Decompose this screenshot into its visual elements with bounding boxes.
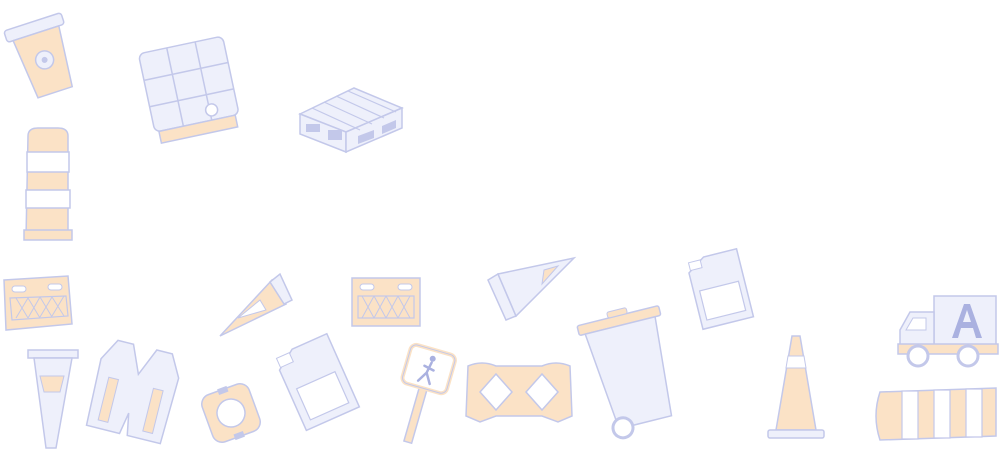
striped-barrier-icon	[870, 384, 1000, 444]
water-barrier-icon	[462, 360, 576, 428]
delineator-post-icon	[25, 348, 82, 454]
jerry-can-icon	[268, 329, 367, 436]
plastic-crate-icon	[349, 274, 423, 332]
wooden-pallet-icon	[297, 84, 405, 155]
wheelie-bin-icon	[574, 299, 691, 446]
jerry-can-icon	[680, 245, 760, 334]
plastic-crate-icon	[1, 273, 75, 333]
delivery-truck-icon	[896, 293, 1000, 370]
safety-vest-icon	[82, 335, 189, 449]
ibc-tote-tank-icon	[136, 32, 245, 149]
cone-weight-base-icon	[194, 376, 268, 450]
fallen-traffic-cone-icon	[216, 270, 296, 342]
biohazard-bin-icon	[1, 10, 87, 106]
pedestrian-sign-icon	[383, 341, 459, 451]
fallen-traffic-cone-icon	[485, 254, 578, 324]
traffic-cone-icon	[766, 333, 826, 442]
traffic-drum-icon	[22, 125, 74, 242]
